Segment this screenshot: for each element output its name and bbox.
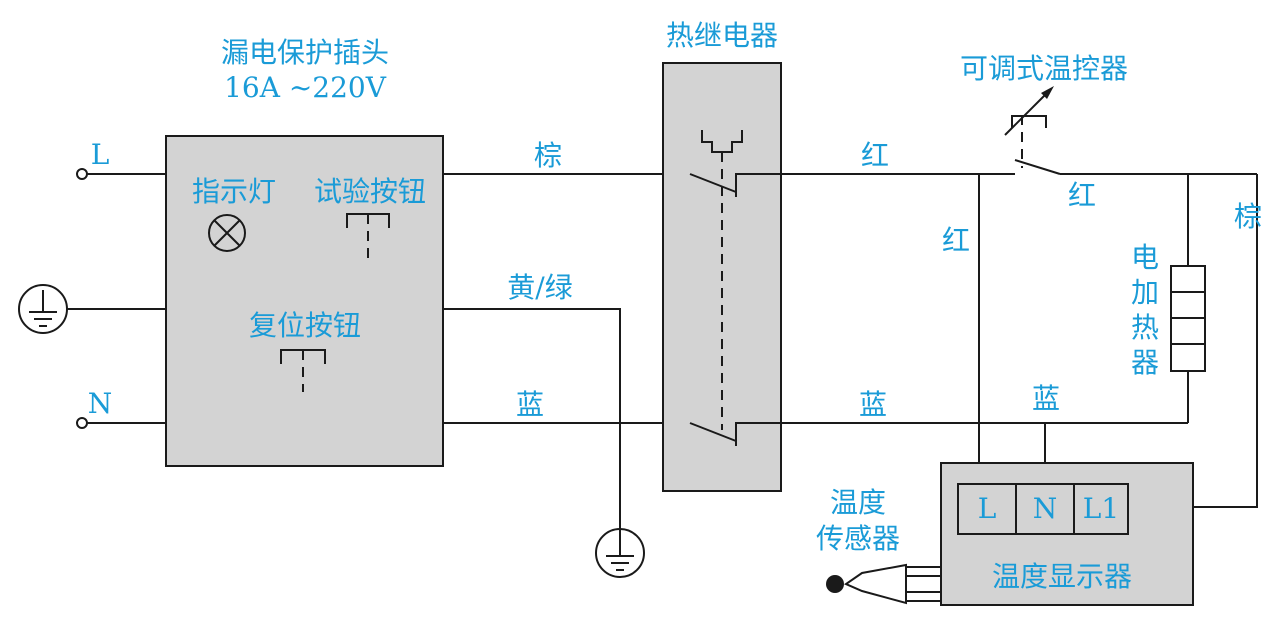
wire-label-red-vertical: 红 bbox=[942, 224, 970, 257]
terminal-l-label: L bbox=[91, 138, 110, 171]
wire-label-blue-display: 蓝 bbox=[1032, 382, 1060, 415]
relay-contacts bbox=[689, 130, 781, 446]
display-title: 温度显示器 bbox=[992, 560, 1132, 593]
ground-icon-bottom bbox=[595, 528, 645, 578]
wire-label-blue-bottom: 蓝 bbox=[516, 388, 544, 421]
rcd-rating: 16A ~220V bbox=[224, 71, 387, 104]
terminal-l bbox=[76, 168, 88, 180]
terminal-n-label: N bbox=[88, 387, 113, 420]
heater-label-1: 电 bbox=[1131, 241, 1159, 274]
terminal-n bbox=[76, 417, 88, 429]
ground-icon bbox=[18, 284, 68, 334]
indicator-lamp-icon bbox=[208, 214, 246, 252]
temperature-sensor-icon bbox=[826, 563, 942, 605]
thermal-relay-title: 热继电器 bbox=[666, 19, 778, 52]
rcd-title: 漏电保护插头 bbox=[221, 36, 389, 69]
heater-label-3: 热 bbox=[1131, 311, 1159, 344]
heater-label-2: 加 bbox=[1131, 276, 1159, 309]
reset-button-label: 复位按钮 bbox=[249, 309, 361, 342]
wire-label-brown-top: 棕 bbox=[534, 139, 562, 172]
display-terminal-l1 bbox=[1073, 483, 1129, 535]
thermostat-title: 可调式温控器 bbox=[960, 52, 1128, 85]
display-terminal-n-label: N bbox=[1033, 492, 1058, 525]
test-button-label: 试验按钮 bbox=[314, 175, 426, 208]
display-terminal-n bbox=[1015, 483, 1075, 535]
wire-label-yellow-green: 黄/绿 bbox=[507, 271, 572, 304]
display-terminal-l bbox=[957, 483, 1017, 535]
test-button-icon bbox=[346, 213, 390, 262]
sensor-label-line2: 传感器 bbox=[816, 522, 900, 555]
thermostat-icon bbox=[1004, 86, 1061, 175]
wire-label-brown-right: 棕 bbox=[1234, 200, 1262, 233]
display-terminal-l1-label: L1 bbox=[1083, 492, 1119, 525]
reset-button-icon bbox=[280, 349, 326, 392]
indicator-label: 指示灯 bbox=[192, 175, 276, 208]
wire-label-blue-right: 蓝 bbox=[859, 388, 887, 421]
rcd-box bbox=[165, 135, 444, 467]
wire-label-red-after-thermo: 红 bbox=[1068, 179, 1096, 212]
display-terminal-l-label: L bbox=[978, 492, 997, 525]
heater-label-4: 器 bbox=[1131, 346, 1159, 379]
wire-label-red-top: 红 bbox=[861, 139, 889, 172]
sensor-label-line1: 温度 bbox=[830, 486, 886, 519]
